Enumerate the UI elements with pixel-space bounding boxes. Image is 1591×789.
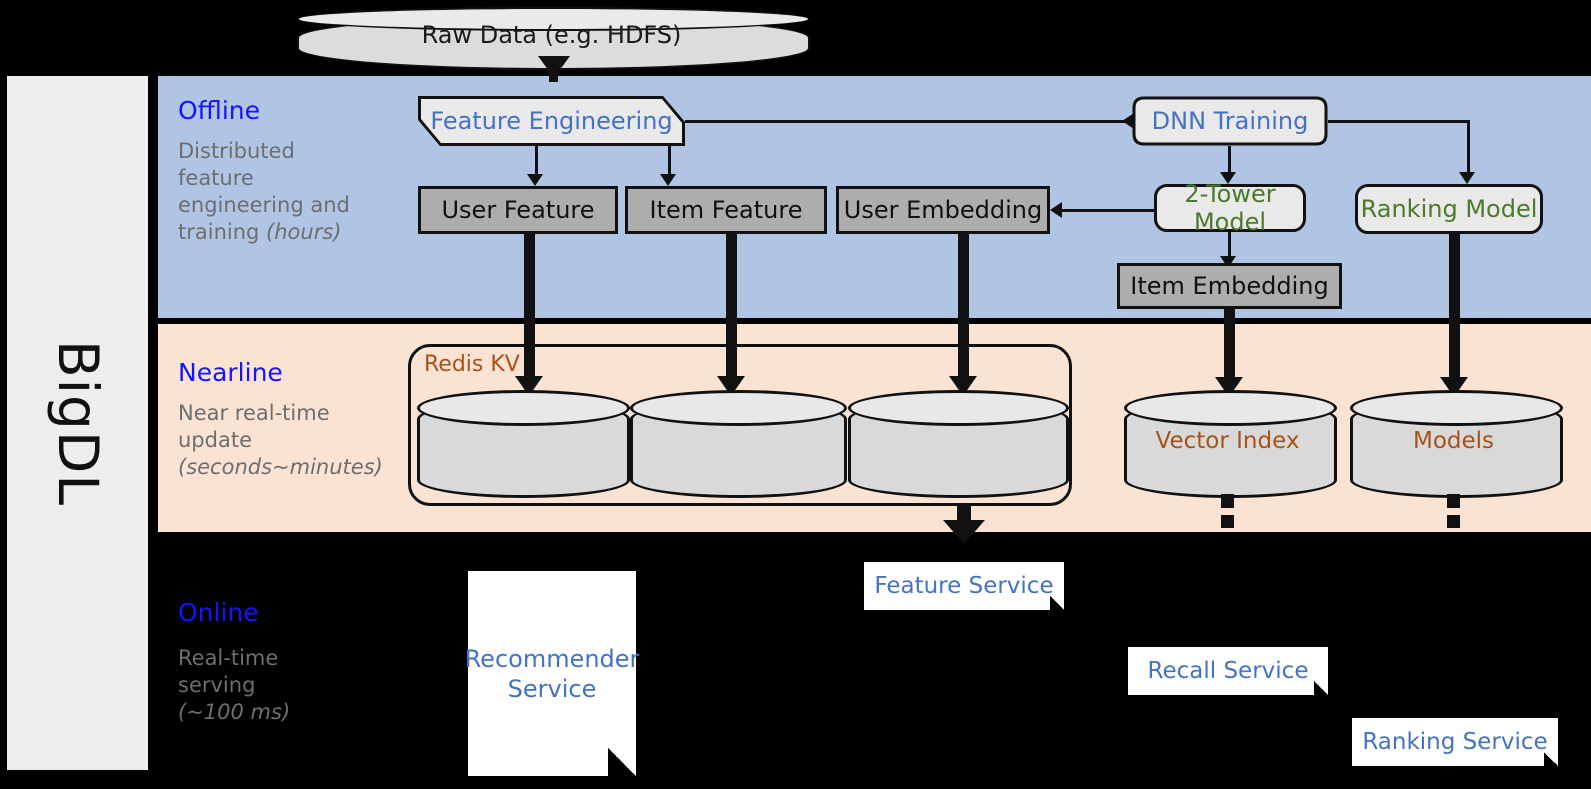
recall-service-label: Recall Service <box>1147 658 1309 684</box>
online-subtitle-line-3: (~100 ms) <box>178 699 291 724</box>
online-subtitle-line-1: Real-time <box>178 646 279 670</box>
user-embedding-label: User Embedding <box>843 196 1043 224</box>
rankingmodel-to-models-line <box>1449 234 1460 381</box>
nearline-subtitle: Near real-time update (seconds~minutes) <box>178 400 408 481</box>
raw-data-label: Raw Data (e.g. HDFS) <box>421 21 682 49</box>
item-embedding-label: Item Embedding <box>1130 272 1329 300</box>
redis-store-1-top <box>417 390 630 426</box>
models-store[interactable]: Models <box>1350 390 1563 498</box>
redis-to-featureservice-arrowhead <box>943 520 985 544</box>
two-tower-model-label: 2-Tower Model <box>1184 180 1276 236</box>
redis-store-user-embedding[interactable] <box>848 390 1069 498</box>
twotower-to-userembedding-arrowhead <box>1050 202 1062 218</box>
twotower-to-itememb-line <box>1228 232 1231 260</box>
redis-store-3-top <box>848 390 1069 426</box>
twotower-to-userembedding-line <box>1062 209 1154 212</box>
online-subtitle-line-2: serving <box>178 672 256 697</box>
recommender-service-fold-icon <box>608 748 636 776</box>
dnn-training-shape <box>1132 96 1328 146</box>
offline-title: Offline <box>178 96 261 125</box>
ranking-model-label: Ranking Model <box>1360 195 1538 223</box>
two-tower-model-node[interactable]: 2-Tower Model <box>1154 180 1306 236</box>
rawdata-to-fe-arrowhead <box>538 56 570 78</box>
dnn-to-ranking-h-line <box>1328 120 1470 123</box>
itemfeature-to-store-line <box>726 234 737 380</box>
dnn-to-ranking-arrowhead <box>1459 172 1475 184</box>
offline-subtitle: Distributed feature engineering and trai… <box>178 138 388 246</box>
item-feature-label: Item Feature <box>649 196 803 224</box>
vector-index-store[interactable]: Vector Index <box>1124 390 1337 498</box>
vectorindex-dash-2 <box>1221 515 1234 528</box>
feature-engineering-node[interactable]: Feature Engineering <box>418 96 685 146</box>
item-feature-node[interactable]: Item Feature <box>625 186 827 234</box>
models-dash-1 <box>1447 494 1460 508</box>
userfeature-to-store-line <box>524 234 535 380</box>
redis-store-2-top <box>630 390 847 426</box>
offline-subtitle-hours: (hours) <box>266 219 342 244</box>
ranking-service-fold-icon <box>1544 752 1558 766</box>
models-top <box>1350 390 1563 426</box>
recommender-service-label-wrap: Recommender Service <box>465 644 640 704</box>
bigdl-label: BigDL <box>45 340 110 506</box>
nearline-subtitle-line-1: Near real-time <box>178 401 330 425</box>
recommender-service-label-line-1: Recommender <box>464 644 640 673</box>
online-title: Online <box>178 598 259 627</box>
nearline-title: Nearline <box>178 358 283 387</box>
item-embedding-node[interactable]: Item Embedding <box>1117 263 1342 309</box>
redis-store-item-feature[interactable] <box>630 390 847 498</box>
dnn-to-ranking-v-line <box>1467 120 1470 174</box>
user-feature-node[interactable]: User Feature <box>418 186 618 234</box>
fe-to-itemfeature-arrowhead <box>660 174 676 186</box>
offline-subtitle-line-4: training (hours) <box>178 219 388 246</box>
redis-kv-label: Redis KV <box>424 352 520 377</box>
vectorindex-dash-1 <box>1221 494 1234 508</box>
itemembedding-to-vectorindex-line <box>1224 309 1235 381</box>
vector-index-top <box>1124 390 1337 426</box>
fe-to-userfeature-arrowhead <box>527 174 543 186</box>
dnn-training-node[interactable]: DNN Training <box>1132 96 1328 146</box>
feature-engineering-fill: Feature Engineering <box>421 99 682 143</box>
offline-subtitle-line-1: Distributed <box>178 139 295 163</box>
ranking-model-node[interactable]: Ranking Model <box>1355 184 1543 234</box>
redis-store-user-feature[interactable] <box>417 390 630 498</box>
dnn-training-label-wrap: DNN Training <box>1132 96 1328 146</box>
offline-subtitle-line-2: feature <box>178 165 254 190</box>
fe-to-itemfeature-line <box>668 146 671 178</box>
ranking-service-label: Ranking Service <box>1362 729 1548 755</box>
user-embedding-node[interactable]: User Embedding <box>836 186 1050 234</box>
raw-data-cylinder-top <box>297 7 810 31</box>
recommender-service-label-line-2: Service <box>507 674 597 703</box>
nearline-subtitle-line-2: update <box>178 427 252 452</box>
offline-subtitle-line-3: engineering and <box>178 192 350 217</box>
online-subtitle: Real-time serving (~100 ms) <box>178 645 388 726</box>
ranking-service-node[interactable]: Ranking Service <box>1352 718 1558 766</box>
feature-service-fold-icon <box>1050 596 1064 610</box>
userembedding-to-store-line <box>958 234 969 380</box>
redis-kv-container[interactable] <box>408 344 1072 506</box>
dnn-to-twotower-line <box>1228 146 1231 176</box>
user-feature-label: User Feature <box>441 196 595 224</box>
bigdl-framework-sidebar: BigDL <box>7 76 148 770</box>
dnn-to-twotower-arrowhead <box>1220 172 1236 184</box>
recall-service-node[interactable]: Recall Service <box>1128 647 1328 695</box>
feature-engineering-label: Feature Engineering <box>430 107 673 135</box>
models-label: Models <box>1412 428 1495 454</box>
feature-service-node[interactable]: Feature Service <box>864 562 1064 610</box>
offline-subtitle-training: training <box>178 219 267 244</box>
recall-service-fold-icon <box>1314 681 1328 695</box>
recommender-service-node[interactable]: Recommender Service <box>465 571 639 776</box>
redis-to-featureservice-dash <box>957 506 971 520</box>
fe-to-dnn-line <box>685 120 1132 123</box>
fe-to-userfeature-line <box>535 146 538 178</box>
vector-index-label: Vector Index <box>1155 428 1300 454</box>
models-dash-2 <box>1447 515 1460 528</box>
nearline-subtitle-line-3: (seconds~minutes) <box>178 454 383 479</box>
feature-service-label: Feature Service <box>874 573 1054 599</box>
dnn-training-label: DNN Training <box>1151 107 1309 135</box>
fe-to-dnn-arrowhead <box>1122 113 1134 129</box>
